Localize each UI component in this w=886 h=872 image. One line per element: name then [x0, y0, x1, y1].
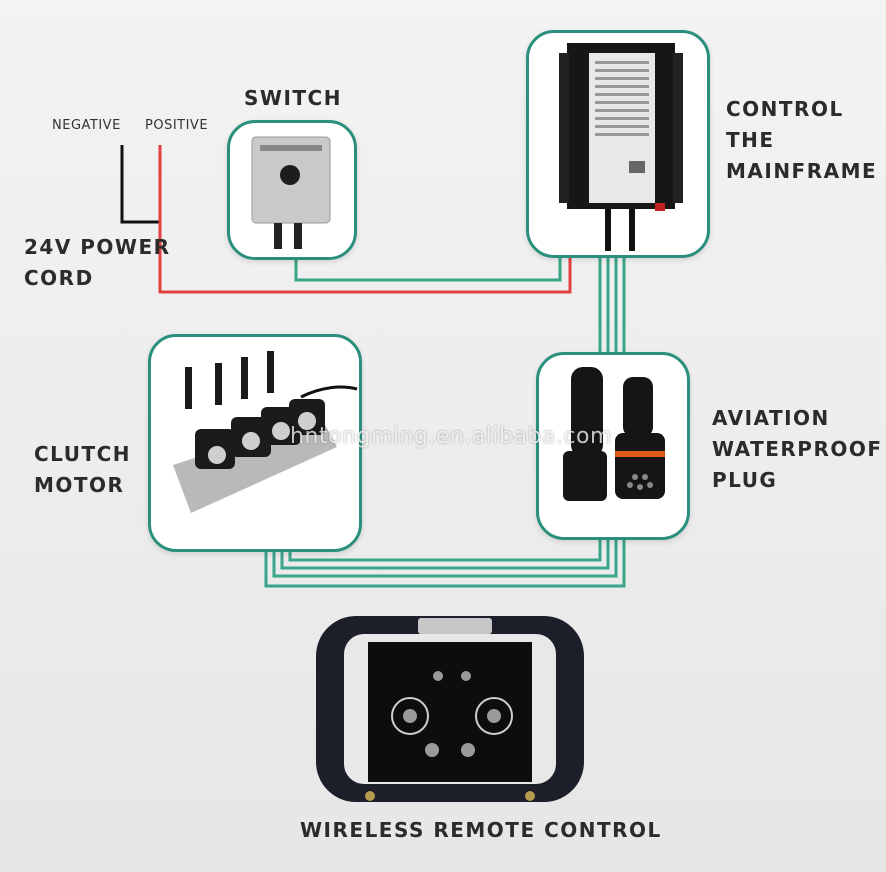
negative-wire	[120, 145, 160, 224]
mainframe-image	[559, 43, 683, 251]
mainframe-box	[526, 30, 710, 258]
switch-label: SWITCH	[244, 86, 342, 110]
watermark-text: hntongming.en.alibaba.com	[290, 424, 612, 449]
remote-control-label: WIRELESS REMOTE CONTROL	[300, 818, 662, 842]
power-cord-label: 24V POWER CORD	[24, 235, 171, 290]
aviation-plug-label: AVIATION WATERPROOF PLUG	[712, 406, 883, 492]
positive-label: POSITIVE	[145, 118, 209, 133]
aviation-plug-image	[563, 367, 665, 501]
remote-control-image	[316, 616, 584, 802]
negative-label: NEGATIVE	[52, 118, 121, 133]
clutch-motor-box	[148, 334, 362, 552]
aviation-plug-box	[536, 352, 690, 540]
mainframe-plug-wires	[598, 255, 626, 355]
mainframe-label: CONTROL THE MAINFRAME	[726, 97, 878, 183]
positive-wire	[158, 145, 572, 294]
switch-wire	[294, 255, 562, 282]
plug-motor-wires	[264, 535, 626, 588]
switch-box	[227, 120, 357, 260]
clutch-motor-label: CLUTCH MOTOR	[34, 442, 132, 497]
clutch-motor-image	[173, 351, 358, 513]
switch-image	[251, 136, 331, 249]
